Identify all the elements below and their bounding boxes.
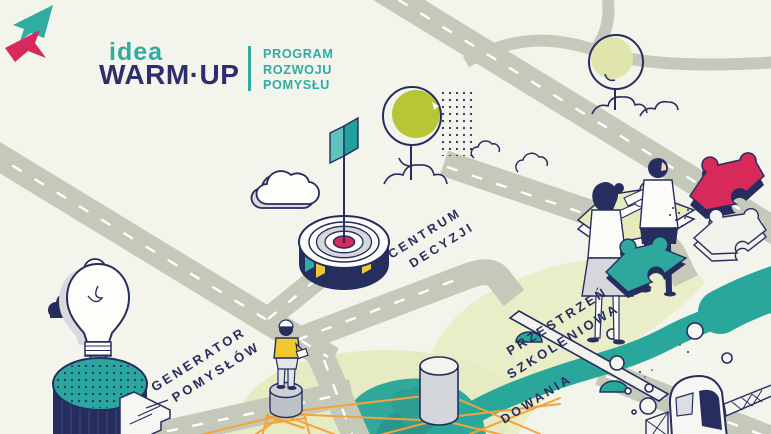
dot-cluster <box>669 207 689 229</box>
double-arrow-logo-icon <box>5 5 53 62</box>
bushes <box>383 164 448 185</box>
flag-pin <box>329 116 359 165</box>
bushes <box>639 100 679 117</box>
filament <box>87 285 104 303</box>
network-lines <box>199 395 561 434</box>
storage-cylinder <box>419 356 459 426</box>
river <box>425 266 771 434</box>
footbridge <box>508 310 670 402</box>
tagline-line-3: POMYSŁU <box>263 78 330 92</box>
logo-text-warmup: WARM·UP <box>99 59 240 90</box>
windshield <box>699 389 722 430</box>
cloud <box>250 170 320 209</box>
side-window <box>675 392 694 417</box>
tablet <box>295 347 309 360</box>
bridge-support <box>515 331 543 343</box>
cap <box>278 319 294 328</box>
small-dots <box>639 344 689 378</box>
outline-clouds <box>470 140 549 173</box>
person <box>273 319 309 390</box>
white-puzzle-piece <box>692 208 767 262</box>
red-puzzle-piece <box>689 152 765 219</box>
tree-pale <box>588 34 679 117</box>
tagline-line-2: ROZWOJU <box>263 62 333 77</box>
bushes <box>591 96 648 115</box>
logo-separator <box>248 46 251 91</box>
teal-puzzle-piece <box>604 236 688 298</box>
tagline-line-1: PROGRAM <box>263 47 334 61</box>
observer-on-pedestal <box>269 319 309 419</box>
dartboard-target-building <box>250 116 390 290</box>
lightbulb-generator-building <box>48 258 171 434</box>
crane-truck <box>645 375 771 434</box>
tree-lime <box>382 86 474 185</box>
logo-tagline: PROGRAM ROZWOJU POMYSŁU <box>263 47 333 94</box>
logo-text-idea: idea <box>109 38 164 66</box>
